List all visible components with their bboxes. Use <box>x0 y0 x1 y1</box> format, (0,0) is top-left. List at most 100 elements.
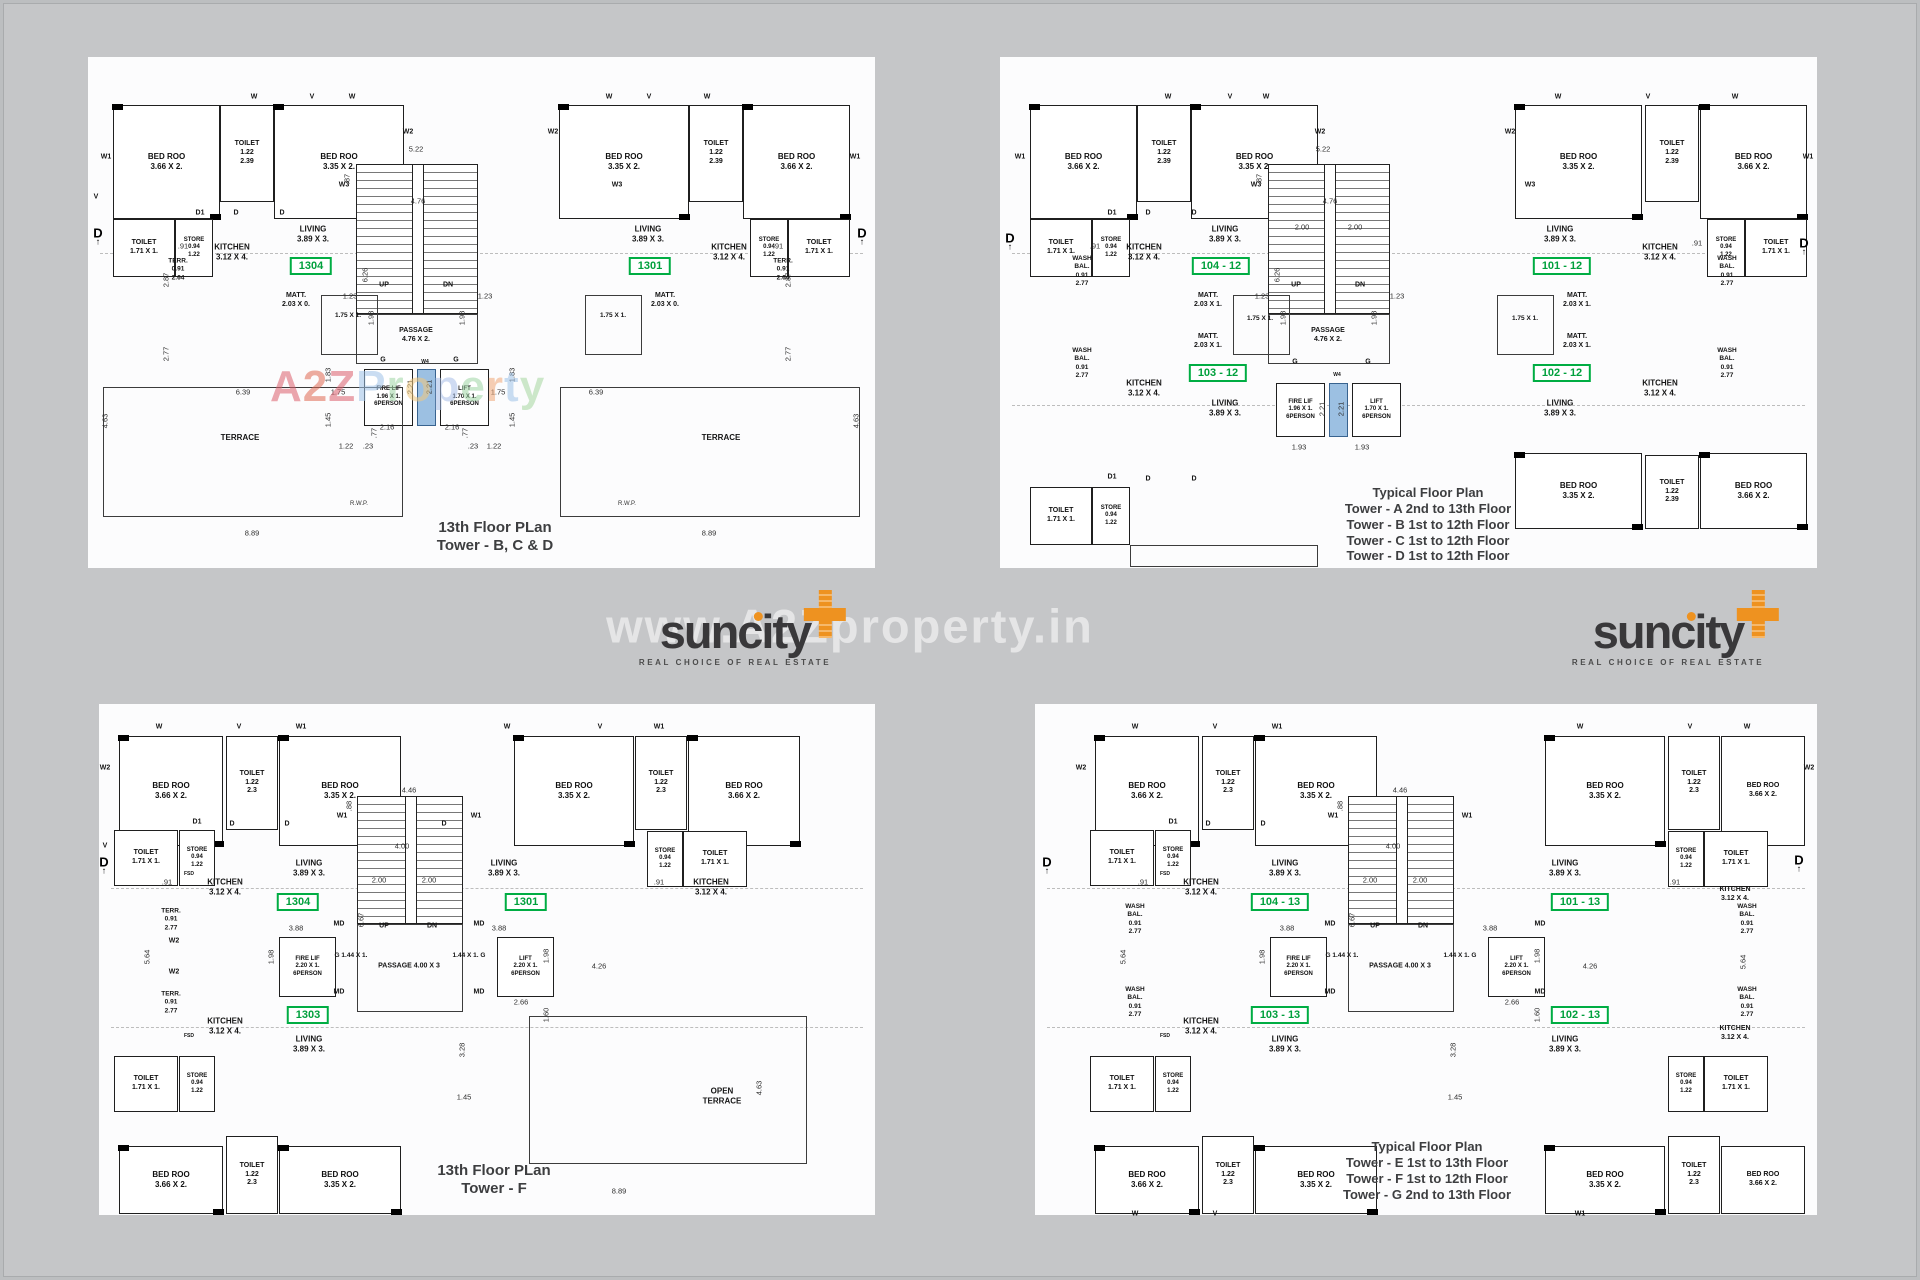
room-label: TERRACE <box>220 432 260 442</box>
orange-plus-building-icon <box>1737 590 1780 638</box>
plan-mark: W2 <box>168 937 180 945</box>
plan-mark: FSD <box>184 871 194 877</box>
plan-mark: W <box>155 723 163 731</box>
axis-dashed-line <box>1012 253 1805 254</box>
rainwater-pipe-label: R.W.P. <box>618 501 636 507</box>
window-w4-marker <box>417 369 436 426</box>
room-label: 1.44 X 1. G <box>1443 951 1477 959</box>
logo-tagline: REAL CHOICE OF REAL ESTATE <box>638 658 832 667</box>
room-label: MATT.2.03 X 1. <box>1193 332 1223 349</box>
plan-mark: D <box>1191 209 1197 217</box>
orange-dot-icon <box>1686 612 1696 621</box>
dimension-label: 1.23 <box>342 291 358 301</box>
dimension-label: 2.21 <box>1317 401 1327 417</box>
dimension-label: 4.00 <box>394 841 410 851</box>
room-label: TERRACE <box>701 432 741 442</box>
plan-mark: D <box>279 209 285 217</box>
plan-mark: MD <box>333 988 345 996</box>
plan-mark: W3 <box>1250 181 1262 189</box>
plan-mark: V <box>236 723 242 731</box>
axis-dashed-line <box>100 253 863 254</box>
unit-number-badge: 103 - 13 <box>1250 1006 1310 1024</box>
plan-mark: W <box>1164 93 1172 101</box>
plan-mark: W <box>1131 1210 1139 1218</box>
dimension-label: 4.76 <box>410 196 426 206</box>
staircase <box>357 796 463 924</box>
axis-dashed-line <box>111 888 863 889</box>
unit-number-badge: 1303 <box>286 1006 330 1024</box>
dimension-label: 2.87 <box>161 272 171 288</box>
plan-mark: W1 <box>1461 812 1473 820</box>
dimension-label: 6.26 <box>360 267 370 283</box>
plan-mark: V <box>1212 723 1218 731</box>
plan-mark: MD <box>473 920 485 928</box>
room-label: 1.75 X 1. <box>1246 314 1274 322</box>
plan-mark: W <box>1731 93 1739 101</box>
plan-mark: W4 <box>421 359 429 365</box>
dimension-label: .91 <box>1691 238 1703 248</box>
plan-mark: W <box>1743 723 1751 731</box>
plan-mark: W1 <box>1802 153 1814 161</box>
dimension-label: 1.60 <box>541 1007 551 1023</box>
plan-mark: W <box>1262 93 1270 101</box>
unit-number-badge: 1301 <box>628 257 672 275</box>
plan-mark: V <box>93 193 99 201</box>
dimension-label: 4.46 <box>401 785 417 795</box>
unit-number-badge: 103 - 12 <box>1188 364 1248 382</box>
section-marker-d: D↑ <box>1794 852 1804 874</box>
dimension-label: 4.76 <box>1322 196 1338 206</box>
plan-mark: V <box>646 93 652 101</box>
dimension-label: 1.98 <box>1532 948 1542 964</box>
unit-number-badge: 1304 <box>289 257 333 275</box>
plan-mark: D <box>1145 209 1151 217</box>
dimension-label: 4.63 <box>100 413 110 429</box>
room-label: 1.44 X 1. G <box>452 951 486 959</box>
plan-mark: UP <box>1291 281 1301 289</box>
plan-mark: W1 <box>100 153 112 161</box>
suncity-logo-row: suncity <box>1593 590 1780 655</box>
plan-mark: W1 <box>295 723 307 731</box>
dimension-label: 1.22 <box>486 441 502 451</box>
window-w4-marker <box>1329 383 1348 437</box>
staircase <box>356 164 478 314</box>
dimension-label: 1.23 <box>477 291 493 301</box>
dimension-label: .23 <box>362 441 374 451</box>
logo-tagline: REAL CHOICE OF REAL ESTATE <box>1571 658 1765 667</box>
dimension-label: 1.93 <box>1291 442 1307 452</box>
plan-mark: UP <box>1370 922 1380 930</box>
plan-mark: DN <box>426 922 438 930</box>
plan-mark: W2 <box>168 968 180 976</box>
dimension-label: 1.45 <box>456 1092 472 1102</box>
plan-mark: FSD <box>184 1033 194 1039</box>
dimension-label: 6.39 <box>588 387 604 397</box>
plan-mark: W1 <box>470 812 482 820</box>
